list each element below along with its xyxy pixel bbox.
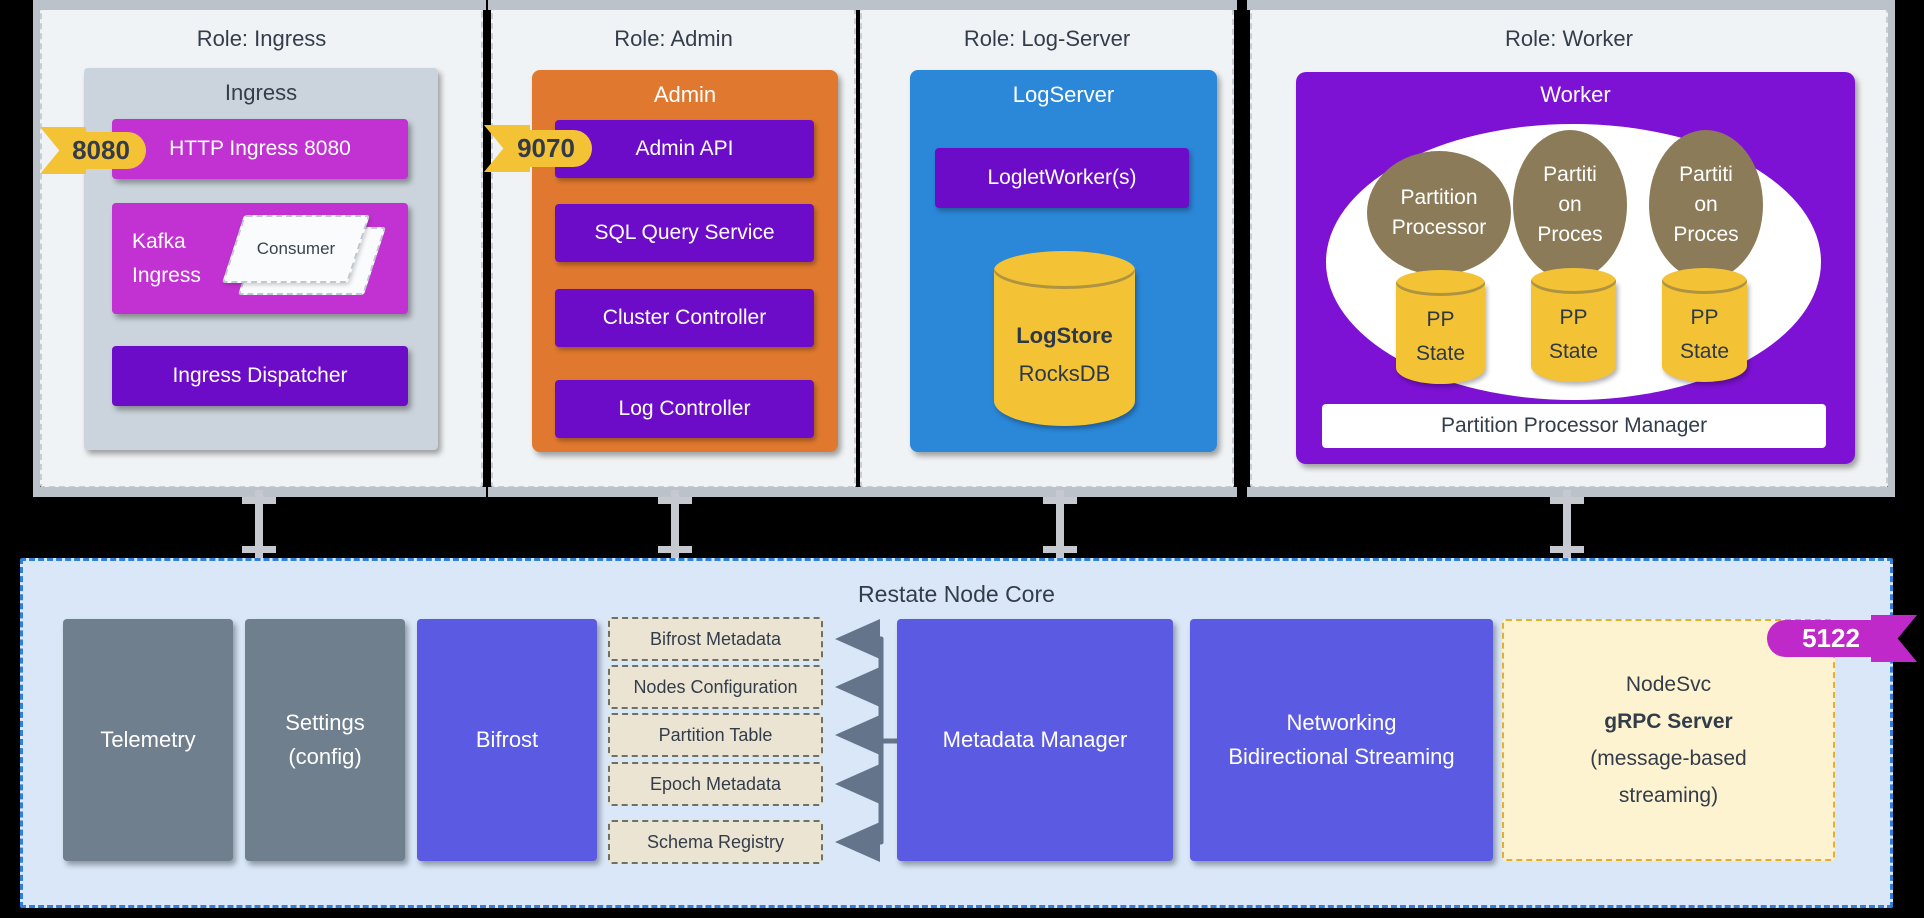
log-controller-box: Log Controller: [555, 380, 814, 438]
settings-box: Settings (config): [245, 619, 405, 861]
logstore-cylinder: LogStore RocksDB: [994, 251, 1135, 426]
admin-api-box: Admin API: [555, 120, 814, 178]
ingress-container: Ingress HTTP Ingress 8080 Kafka Ingress …: [84, 68, 438, 450]
partition-processor-3: Partiti on Proces: [1649, 130, 1763, 280]
role-admin-title: Role: Admin: [614, 26, 733, 51]
metadata-manager-box: Metadata Manager: [897, 619, 1173, 861]
nodes-configuration-box: Nodes Configuration: [608, 665, 823, 709]
port-badge-8080: 8080: [40, 127, 146, 174]
bifrost-metadata-box: Bifrost Metadata: [608, 617, 823, 661]
panel-role-ingress: Role: Ingress Ingress HTTP Ingress 8080 …: [37, 0, 486, 497]
consumer-label: Consumer: [256, 239, 336, 258]
networking-box: Networking Bidirectional Streaming: [1190, 619, 1493, 861]
cluster-controller-box: Cluster Controller: [555, 289, 814, 347]
logstore-name: LogStore: [1016, 323, 1113, 348]
pp-state-cylinder-1: PP State: [1396, 270, 1485, 384]
sql-query-service-box: SQL Query Service: [555, 204, 814, 262]
loglet-worker-box: LogletWorker(s): [935, 148, 1189, 208]
kafka-ingress-label: Kafka Ingress: [132, 229, 201, 287]
badge-pill: [60, 132, 146, 169]
nodesvc-box: NodeSvc gRPC Server (message-based strea…: [1502, 619, 1835, 861]
worker-container-title: Worker: [1540, 82, 1611, 107]
role-worker-title: Role: Worker: [1505, 26, 1633, 51]
consumer-sheet: Consumer: [221, 215, 371, 283]
telemetry-box: Telemetry: [63, 619, 233, 861]
connector-ingress-core: [242, 490, 276, 560]
role-ingress-title: Role: Ingress: [196, 26, 327, 51]
panel-role-admin: Role: Admin Admin Admin API SQL Query Se…: [484, 0, 859, 497]
partition-processor-1: Partition Processor: [1367, 151, 1511, 275]
badge-pill: [1767, 620, 1897, 657]
logstore-engine: RocksDB: [1018, 361, 1111, 386]
core-title: Restate Node Core: [858, 581, 1055, 607]
right-shadow-strip: [1888, 0, 1895, 497]
left-shadow-strip: [33, 0, 40, 497]
pp-state-cylinder-3: PP State: [1662, 268, 1747, 382]
bifrost-box: Bifrost: [417, 619, 597, 861]
connector-worker-core: [1550, 490, 1584, 560]
role-log-server-title: Role: Log-Server: [963, 26, 1131, 51]
logserver-container-title: LogServer: [1012, 82, 1115, 107]
pp-state-cylinder-2: PP State: [1531, 268, 1616, 382]
admin-container-title: Admin: [653, 82, 717, 107]
epoch-metadata-box: Epoch Metadata: [608, 762, 823, 806]
ingress-container-title: Ingress: [224, 80, 298, 105]
worker-container: Worker Partition Processor Partiti on Pr…: [1296, 72, 1855, 464]
connector-logserver-core: [1043, 490, 1077, 560]
partition-table-box: Partition Table: [608, 713, 823, 757]
badge-pill: [504, 130, 592, 167]
partition-processor-2: Partiti on Proces: [1513, 130, 1627, 280]
panel-role-worker: Role: Worker Worker Partition Processor …: [1247, 0, 1891, 497]
panel-role-log-server: Role: Log-Server LogServer LogletWorker(…: [857, 0, 1237, 497]
metadata-arrows: [835, 619, 901, 862]
restate-node-core: Restate Node Core Telemetry Settings (co…: [20, 558, 1917, 908]
ingress-dispatcher-box: Ingress Dispatcher: [112, 346, 408, 406]
port-badge-9070: 9070: [484, 125, 592, 172]
schema-registry-box: Schema Registry: [608, 820, 823, 864]
partition-processor-manager-bar: Partition Processor Manager: [1322, 404, 1826, 448]
logserver-container: LogServer LogletWorker(s) LogStore Rocks…: [910, 70, 1217, 452]
connector-admin-core: [658, 490, 692, 560]
port-badge-5122: 5122: [1767, 615, 1917, 662]
http-ingress-box: HTTP Ingress 8080: [112, 119, 408, 179]
kafka-ingress-box: Kafka Ingress Consumer: [112, 203, 408, 314]
